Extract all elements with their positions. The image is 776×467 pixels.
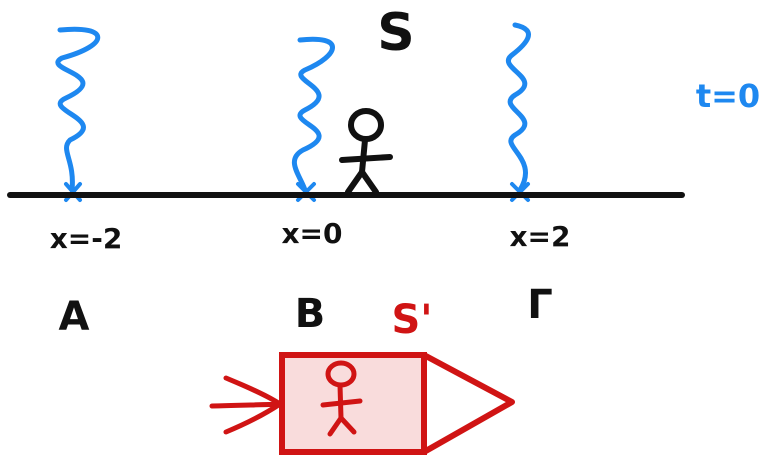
moving-frame-label: S'	[391, 297, 432, 343]
light-signal-c	[506, 22, 531, 193]
motion-arrow-icon	[209, 375, 283, 435]
rocket	[209, 352, 515, 455]
rocket-nose	[422, 352, 515, 455]
light-signal-b	[291, 36, 335, 193]
light-signal-a	[55, 26, 101, 193]
point-label: Γ	[527, 282, 553, 328]
position-label: x=-2	[50, 222, 123, 255]
time-label: t=0	[696, 77, 760, 115]
rocket-observer-figure	[320, 360, 363, 437]
point-label: B	[295, 291, 326, 337]
position-label: x=0	[281, 217, 342, 250]
point-label: A	[59, 294, 90, 340]
position-label: x=2	[509, 220, 570, 253]
frame-label: S	[377, 3, 414, 63]
observer-figure	[339, 108, 393, 195]
